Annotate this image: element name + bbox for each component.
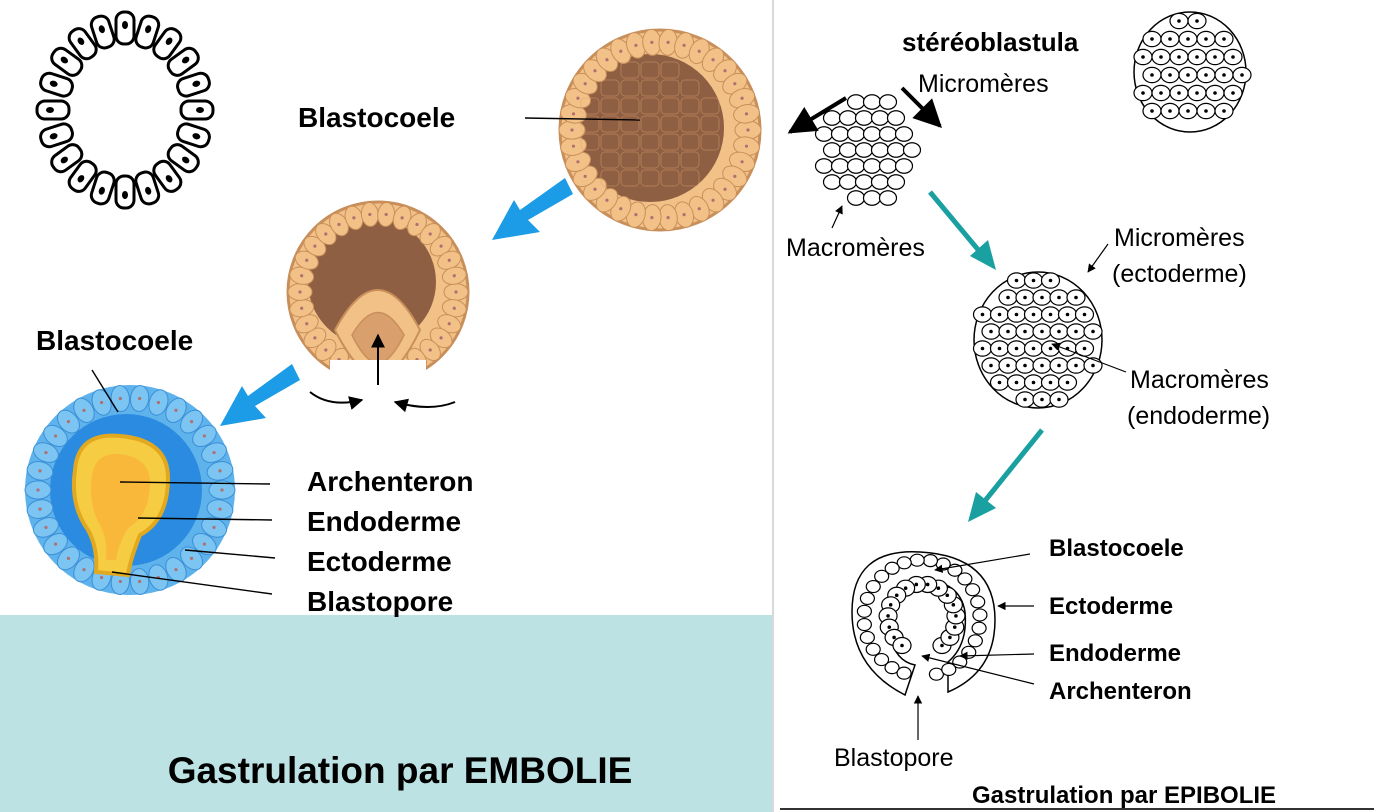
label-blastocoele-left: Blastocoele bbox=[36, 325, 194, 356]
cell-sphere-icon bbox=[176, 71, 211, 98]
cell-sphere-icon bbox=[50, 143, 84, 174]
label-micromeres-ectoderme-line2: (ectoderme) bbox=[1112, 260, 1247, 288]
cell-sphere-icon bbox=[179, 99, 215, 121]
cell-sphere-icon bbox=[176, 122, 211, 149]
blastula-ring-illustration bbox=[35, 10, 215, 210]
cell-sphere-icon bbox=[152, 27, 183, 61]
label-archenteron-right: Archenteron bbox=[1049, 678, 1192, 705]
cell-sphere-icon bbox=[166, 143, 200, 174]
label-blastocoele-right: Blastocoele bbox=[1049, 535, 1184, 562]
label-blastocoele-top: Blastocoele bbox=[298, 102, 456, 133]
blastula-section-illustration bbox=[558, 28, 762, 232]
invagination-illustration bbox=[286, 200, 470, 413]
cell-sphere-icon bbox=[50, 46, 84, 77]
cell-sphere-icon bbox=[114, 174, 136, 210]
label-ectoderme-right: Ectoderme bbox=[1049, 593, 1174, 620]
cell-sphere-icon bbox=[166, 46, 200, 77]
label-ectoderme: Ectoderme bbox=[307, 546, 452, 577]
label-macromeres-endoderme-line1: Macromères bbox=[1130, 366, 1269, 394]
cell-sphere-icon bbox=[89, 170, 116, 206]
label-micromeres-top: Micromères bbox=[918, 70, 1049, 98]
panel-divider bbox=[772, 0, 774, 812]
cell-sphere-icon bbox=[114, 10, 136, 46]
cell-sphere-icon bbox=[152, 159, 183, 193]
stereoblastula-illustration bbox=[1133, 11, 1252, 133]
arrow-icon bbox=[928, 190, 1044, 522]
micromeres-macromeres-illustration bbox=[787, 86, 942, 229]
label-macromeres-top: Macromères bbox=[786, 234, 925, 262]
epibolie-bottom-rule bbox=[780, 808, 1374, 810]
label-archenteron: Archenteron bbox=[307, 466, 474, 497]
cell-sphere-icon bbox=[67, 27, 98, 61]
cell-sphere-icon bbox=[89, 14, 116, 50]
epibolie-gastrula-illustration bbox=[851, 551, 1035, 740]
arrow-icon bbox=[220, 178, 573, 426]
cell-sphere-icon bbox=[134, 14, 161, 50]
embolie-caption-band bbox=[0, 615, 772, 812]
label-micromeres-ectoderme-line1: Micromères bbox=[1114, 224, 1245, 252]
cell-sphere-icon bbox=[39, 122, 74, 149]
epiboly-progress-illustration bbox=[972, 243, 1127, 409]
label-blastopore-right: Blastopore bbox=[834, 744, 954, 772]
label-endoderme-right: Endoderme bbox=[1049, 640, 1182, 667]
curved-arrow-icon bbox=[309, 391, 364, 410]
epibolie-title: Gastrulation par EPIBOLIE bbox=[972, 782, 1277, 809]
curved-arrow-icon bbox=[393, 398, 456, 413]
label-blastopore: Blastopore bbox=[307, 586, 454, 617]
label-endoderme: Endoderme bbox=[307, 506, 462, 537]
label-stereoblastula: stéréoblastula bbox=[902, 27, 1079, 57]
label-macromeres-endoderme-line2: (endoderme) bbox=[1127, 402, 1271, 430]
cell-sphere-icon bbox=[39, 71, 74, 98]
gastrula-illustration bbox=[24, 385, 236, 595]
cell-sphere-icon bbox=[67, 159, 98, 193]
embolie-title: Gastrulation par EMBOLIE bbox=[167, 750, 633, 791]
cell-sphere-icon bbox=[35, 99, 71, 121]
cell-sphere-icon bbox=[134, 170, 161, 206]
